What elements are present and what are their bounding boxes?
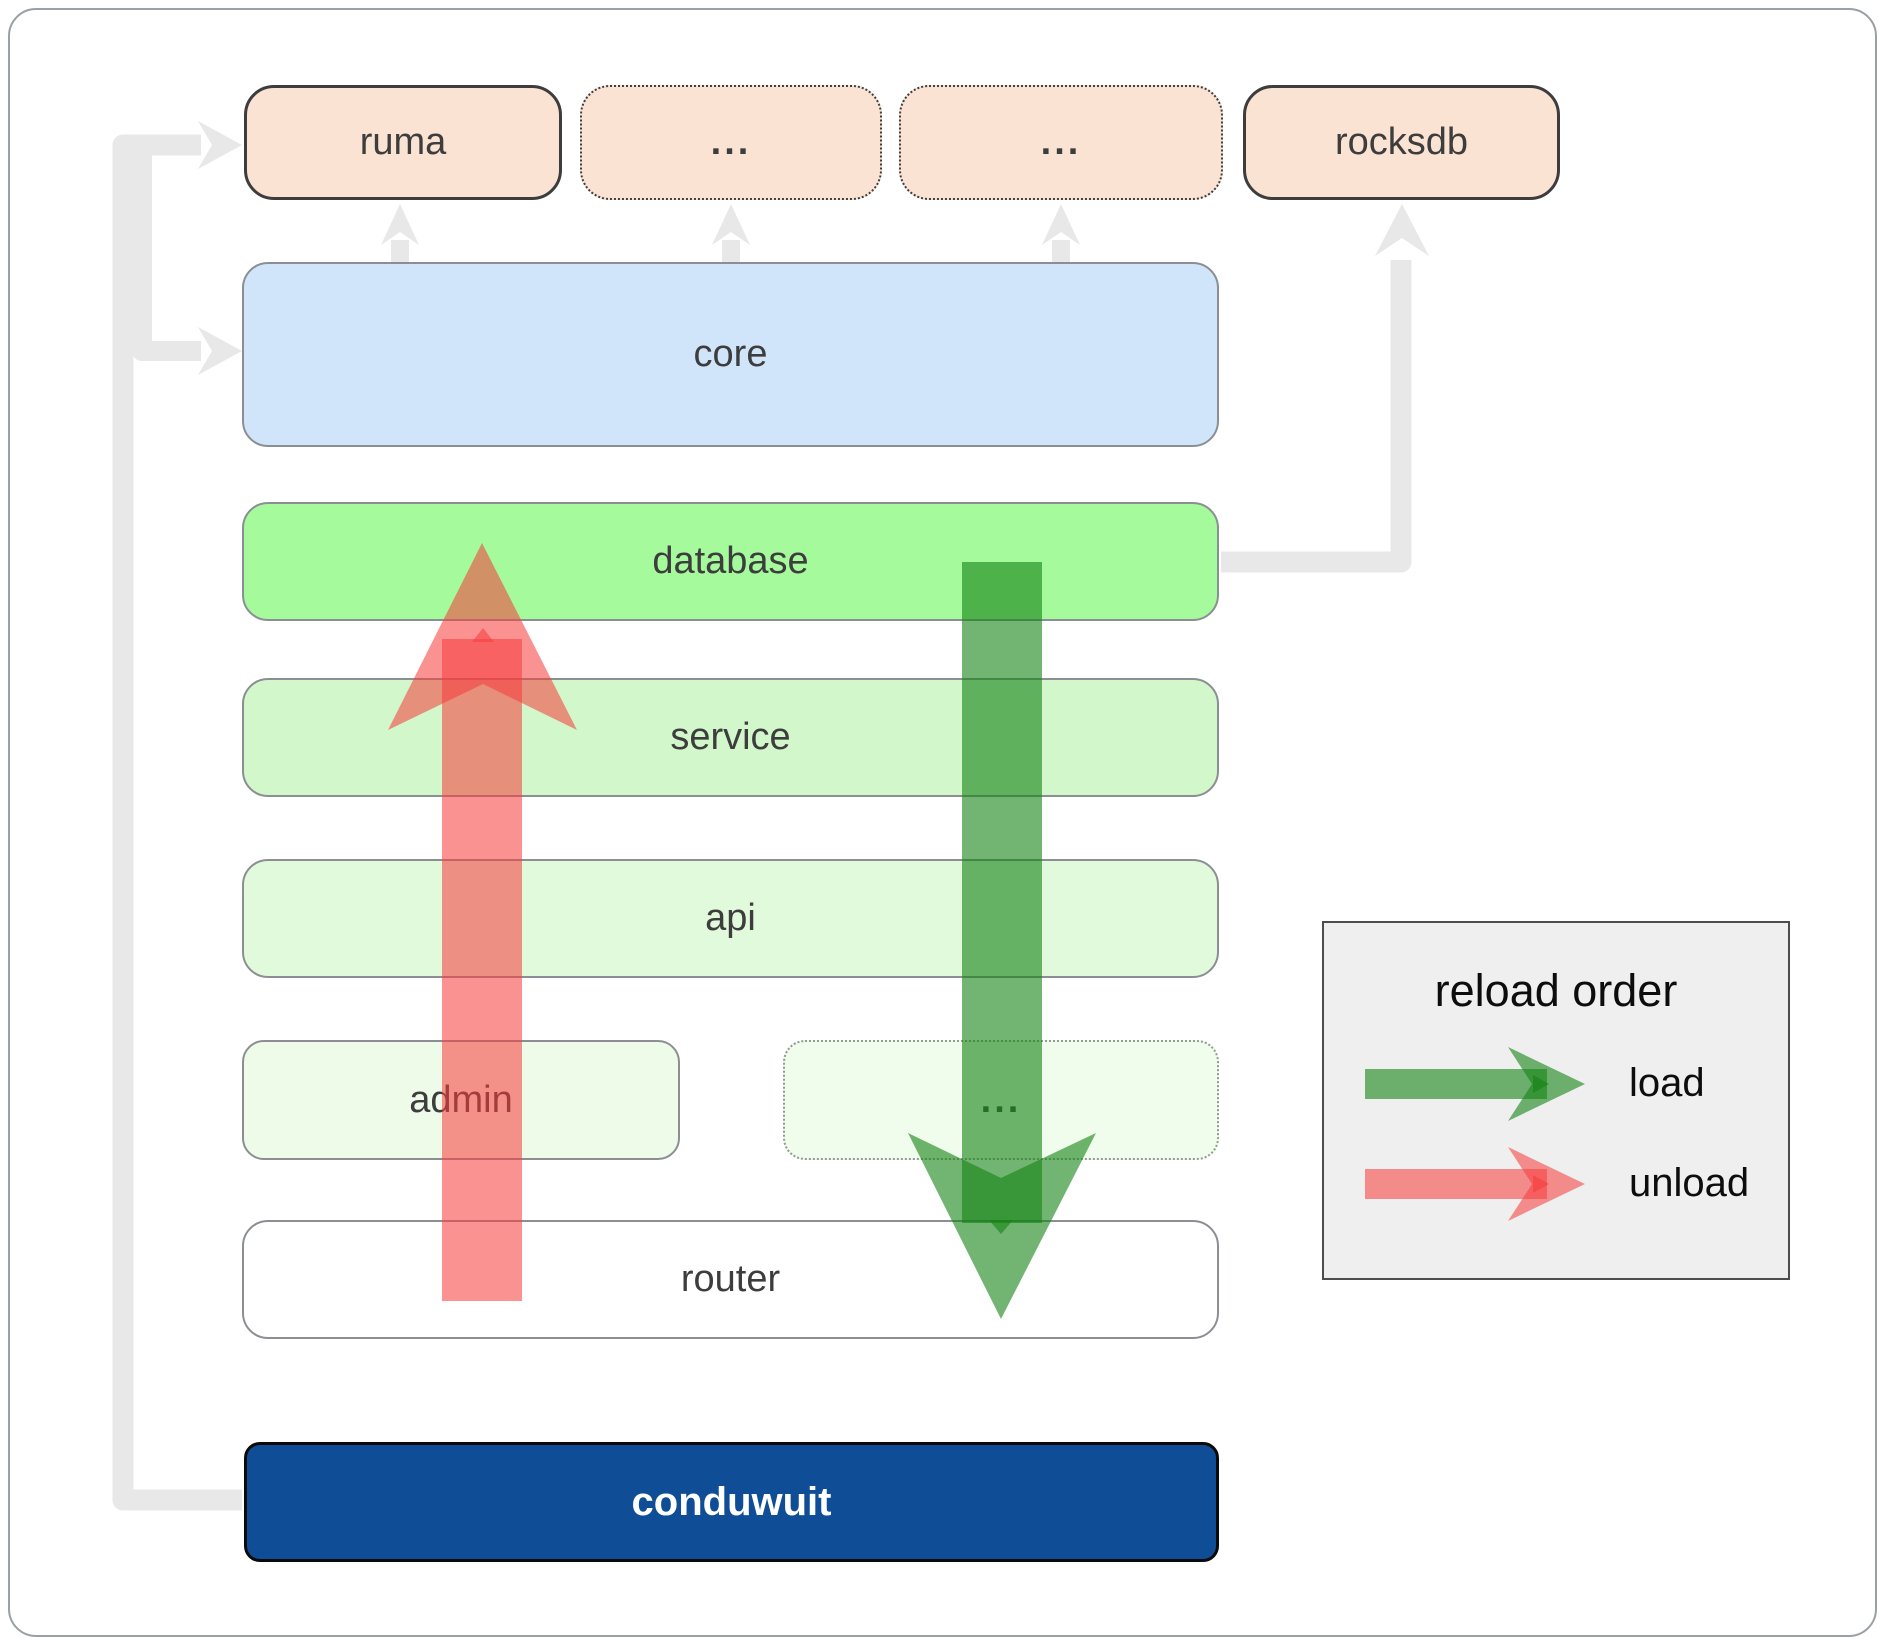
node-ellipsis-top-2-label: ...: [1040, 121, 1082, 163]
node-ellipsis-mid: ...: [783, 1040, 1219, 1160]
node-admin-label: admin: [409, 1078, 513, 1121]
node-api-label: api: [705, 897, 756, 939]
legend-load-label: load: [1629, 1061, 1705, 1105]
node-admin: admin: [242, 1040, 680, 1160]
node-rocksdb-label: rocksdb: [1334, 121, 1469, 163]
node-rocksdb: rocksdb: [1243, 85, 1560, 200]
node-core: core: [242, 262, 1219, 447]
node-ellipsis-mid-label: ...: [980, 1078, 1022, 1121]
legend-unload-label: unload: [1629, 1161, 1750, 1205]
node-ellipsis-top-1: ...: [580, 85, 882, 200]
diagram-frame: [8, 8, 1877, 1637]
node-ruma-label: ruma: [359, 121, 447, 163]
node-service: service: [242, 678, 1219, 797]
node-database: database: [242, 502, 1219, 621]
legend-arrows: [1365, 1047, 1585, 1221]
legend-title: reload order: [1434, 965, 1678, 1016]
node-ellipsis-top-1-label: ...: [710, 121, 752, 163]
node-service-label: service: [670, 716, 791, 758]
node-conduwuit: conduwuit: [244, 1442, 1219, 1562]
legend: reload order load unload: [1322, 921, 1790, 1280]
legend-load-arrow-icon: [1365, 1047, 1585, 1121]
node-router: router: [242, 1220, 1219, 1339]
node-core-label: core: [693, 333, 768, 375]
node-conduwuit-label: conduwuit: [631, 1479, 832, 1524]
node-ellipsis-top-2: ...: [899, 85, 1223, 200]
node-database-label: database: [652, 540, 809, 582]
node-ruma: ruma: [244, 85, 562, 200]
legend-unload-arrow-icon: [1365, 1147, 1585, 1221]
node-api: api: [242, 859, 1219, 978]
node-router-label: router: [680, 1258, 781, 1300]
